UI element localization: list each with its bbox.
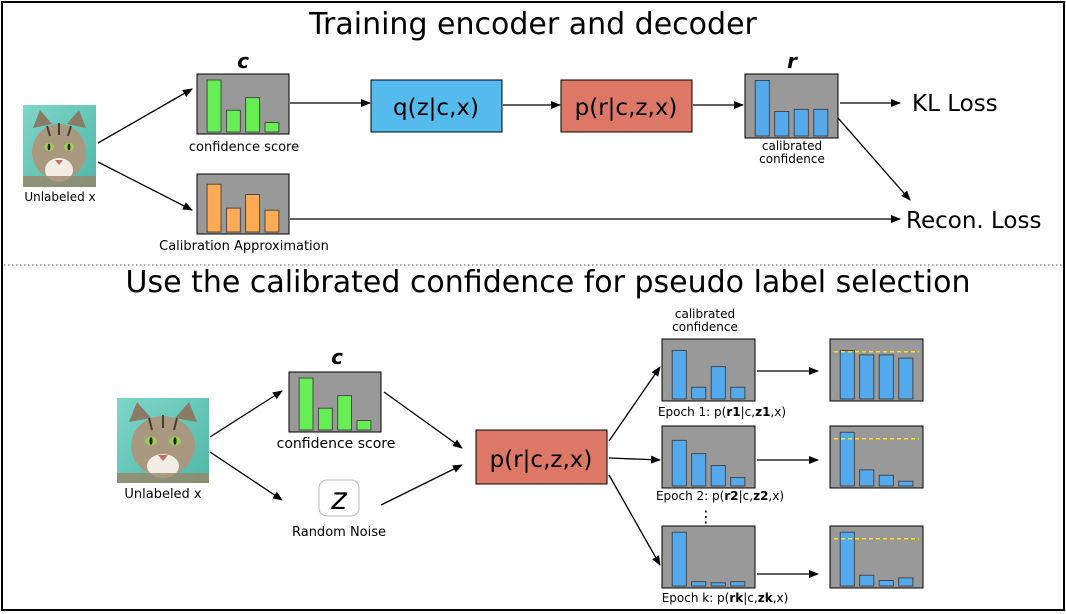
arrow-decoder-to-epoch1 — [608, 366, 661, 442]
bar — [710, 582, 726, 587]
bar — [774, 111, 790, 137]
bar — [356, 420, 372, 431]
arrow-cat2-to-noise — [209, 451, 283, 501]
bar — [710, 366, 726, 400]
epochk-output-panel — [829, 525, 924, 589]
arrow-cat-to-approx — [97, 161, 193, 211]
top-decoder-label: p(r|c,z,x) — [575, 95, 678, 121]
epoch-ellipsis: ⋮ — [698, 507, 714, 526]
bottom-confidence-caption: confidence score — [277, 436, 396, 452]
bar — [671, 350, 687, 400]
noise-icon — [318, 479, 360, 517]
top-r-label: r — [787, 49, 798, 73]
epoch1-input-panel — [661, 338, 756, 402]
bar — [671, 531, 687, 587]
bar — [898, 357, 914, 400]
bar — [691, 453, 707, 487]
top-calibrated-caption-2: confidence — [759, 152, 825, 166]
epoch1-output-panel — [829, 338, 924, 402]
arrow-calibrated-to-recon — [837, 117, 911, 201]
arrow-confidence-to-decoder — [383, 391, 463, 449]
bar — [859, 574, 875, 587]
noise-symbol: z — [330, 482, 348, 517]
top-approx-caption: Calibration Approximation — [159, 239, 329, 254]
bar — [206, 183, 222, 233]
noise-caption: Random Noise — [292, 525, 386, 540]
epochk-input-panel — [661, 525, 756, 589]
bar — [225, 109, 241, 133]
bar — [206, 79, 222, 133]
top-decoder-box — [560, 79, 693, 133]
top-c-label: c — [237, 49, 249, 73]
bar — [813, 108, 829, 137]
cat-image-top — [23, 105, 96, 187]
bar — [337, 395, 353, 431]
top-approx-panel — [196, 173, 290, 235]
bottom-title: Use the calibrated confidence for pseudo… — [125, 265, 970, 300]
bar — [839, 350, 855, 400]
bar — [898, 577, 914, 587]
arrow-decoder-to-epoch2 — [608, 455, 661, 464]
top-calibrated-caption-1: calibrated — [762, 139, 822, 153]
bar — [730, 386, 746, 400]
bar — [264, 209, 280, 233]
bar — [859, 354, 875, 400]
bar — [317, 407, 333, 431]
bar — [671, 439, 687, 487]
bottom-confidence-panel — [288, 371, 382, 433]
recon-loss-label: Recon. Loss — [906, 208, 1041, 234]
bar — [245, 194, 260, 233]
bar — [245, 97, 260, 133]
bar — [839, 431, 855, 487]
bottom-input-caption: Unlabeled x — [124, 487, 202, 502]
bar — [878, 580, 894, 587]
epoch2-output-panel — [829, 425, 924, 489]
bottom-decoder-box — [475, 429, 608, 485]
bar — [691, 386, 707, 400]
bar — [710, 465, 726, 487]
top-calibrated-panel — [744, 73, 839, 139]
bar — [754, 80, 770, 137]
encoder-box — [370, 79, 503, 133]
top-title: Training encoder and decoder — [308, 7, 757, 42]
bar — [730, 476, 746, 487]
bar — [898, 480, 914, 487]
bottom-decoder-label: p(r|c,z,x) — [490, 447, 593, 473]
arrow-noise-to-decoder — [380, 464, 463, 506]
bar — [691, 581, 707, 587]
arrow-cat-to-confidence — [97, 88, 193, 144]
bar — [878, 354, 894, 400]
kl-loss-label: KL Loss — [912, 91, 998, 117]
bar — [264, 122, 280, 133]
bar — [859, 469, 875, 487]
bar — [730, 581, 746, 587]
bottom-calibrated-header-1: calibrated — [675, 307, 735, 321]
top-confidence-panel — [196, 73, 290, 135]
bar — [793, 108, 809, 137]
bottom-c-label: c — [331, 345, 343, 369]
epoch1-label: Epoch 1: p(r1|c,z1,x) — [658, 405, 786, 419]
top-confidence-caption: confidence score — [189, 140, 299, 155]
bar — [225, 207, 241, 233]
cat-image-bottom — [117, 398, 209, 483]
arrow-cat2-to-confidence — [209, 390, 283, 438]
bar — [839, 531, 855, 587]
bottom-calibrated-header-2: confidence — [672, 320, 738, 334]
epoch2-input-panel — [661, 425, 756, 489]
bar — [298, 377, 314, 431]
bar — [878, 474, 894, 487]
top-input-caption: Unlabeled x — [24, 190, 95, 204]
epochk-label: Epoch k: p(rk|c,zk,x) — [662, 591, 789, 605]
arrow-decoder-to-epochk — [608, 474, 661, 566]
epoch2-label: Epoch 2: p(r2|c,z2,x) — [656, 489, 784, 503]
encoder-label: q(z|c,x) — [393, 95, 479, 121]
